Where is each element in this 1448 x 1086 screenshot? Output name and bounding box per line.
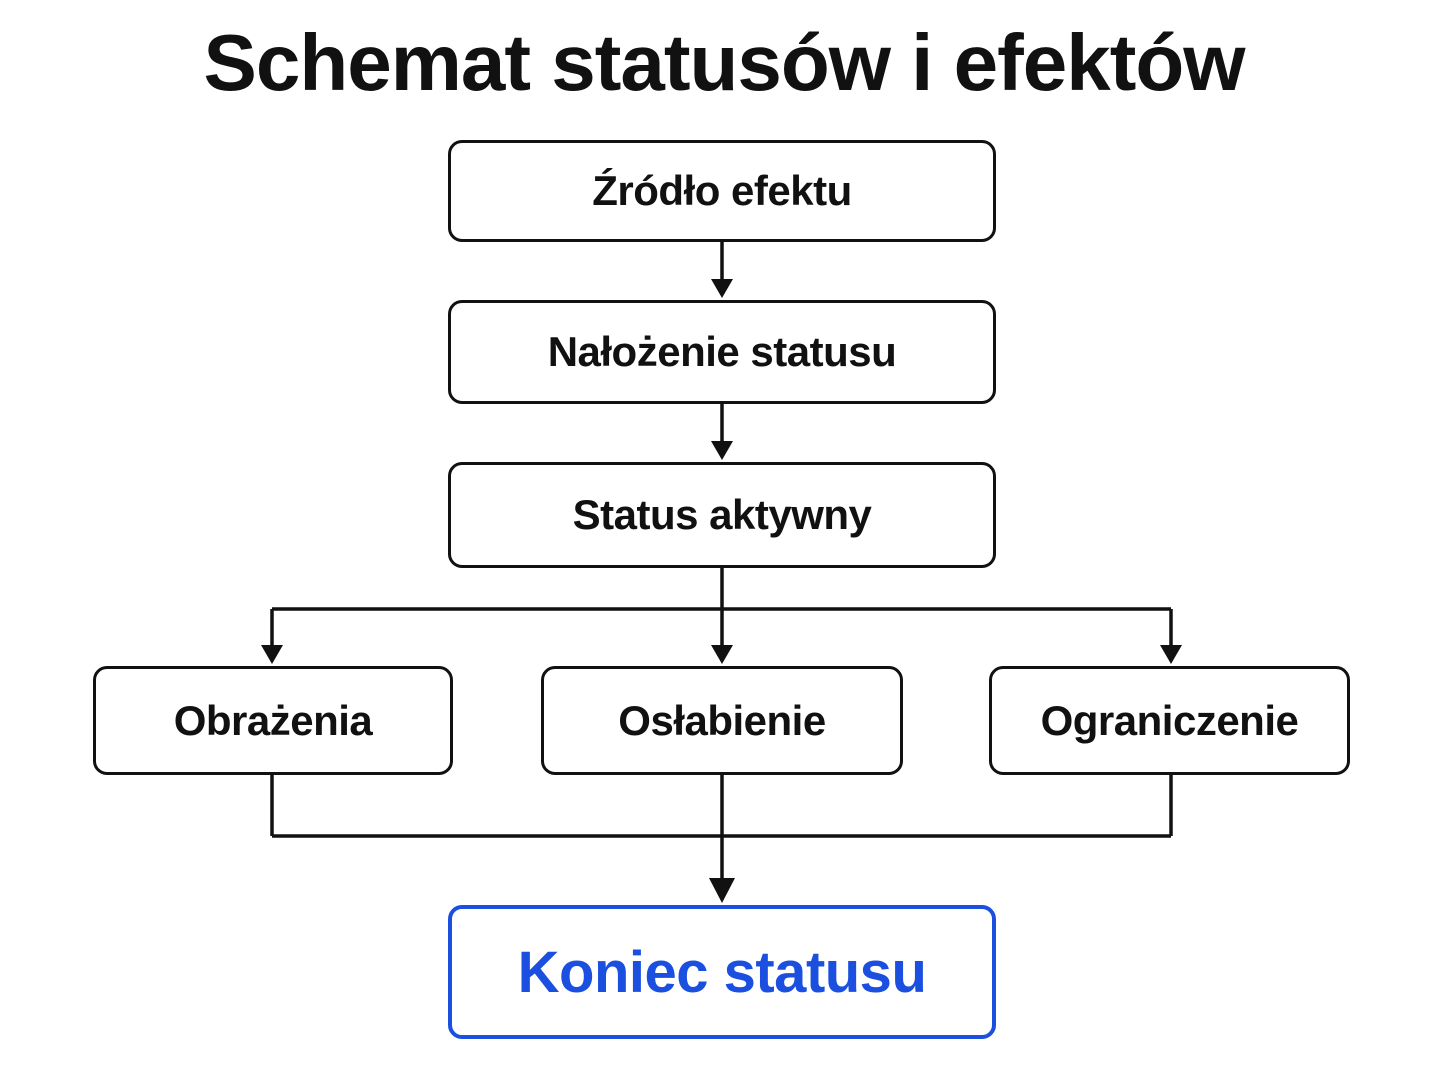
node-weaken-label: Osłabienie (618, 696, 826, 744)
node-active: Status aktywny (448, 462, 996, 568)
node-apply: Nałożenie statusu (448, 300, 996, 404)
node-source-label: Źródło efektu (592, 167, 852, 214)
arrowhead-end (709, 878, 735, 903)
arrowhead-damage (261, 645, 283, 664)
node-apply-label: Nałożenie statusu (547, 328, 897, 375)
arrowhead-active (711, 441, 733, 460)
node-source: Źródło efektu (448, 140, 996, 242)
node-active-label: Status aktywny (572, 491, 872, 538)
node-damage: Obrażenia (93, 666, 453, 775)
node-restrict-label: Ograniczenie (1040, 696, 1299, 744)
arrowhead-weaken (711, 645, 733, 664)
node-restrict: Ograniczenie (989, 666, 1350, 775)
node-end: Koniec statusu (448, 905, 996, 1039)
node-damage-label: Obrażenia (173, 696, 373, 744)
node-weaken: Osłabienie (541, 666, 903, 775)
diagram-title: Schemat statusów i efektów (203, 18, 1246, 107)
arrowhead-restrict (1160, 645, 1182, 664)
node-end-label: Koniec statusu (517, 939, 927, 1005)
arrowhead-apply (711, 279, 733, 298)
